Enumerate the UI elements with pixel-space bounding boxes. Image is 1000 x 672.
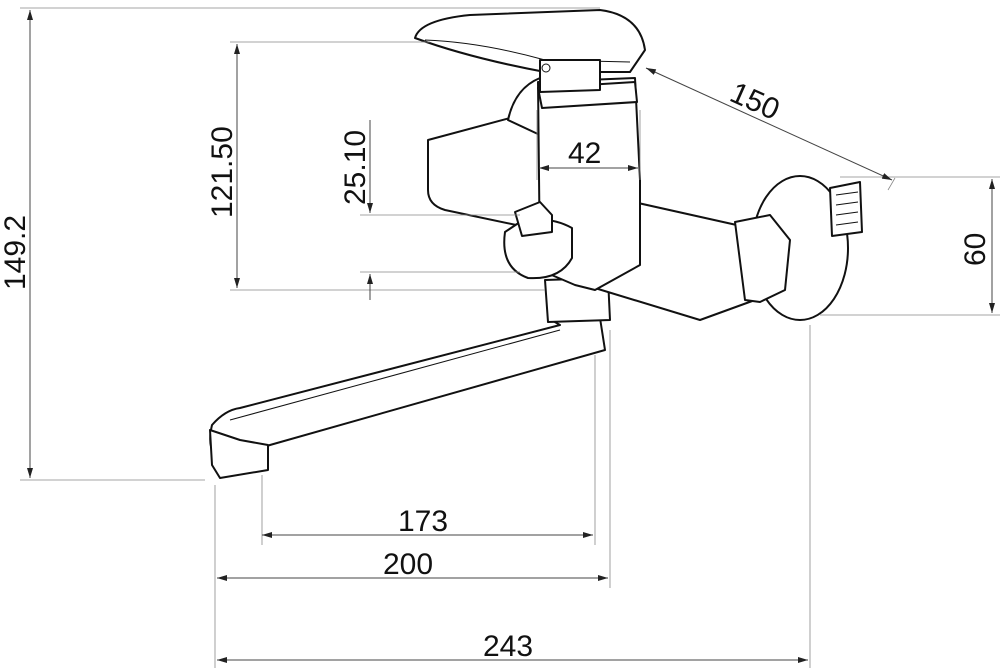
faucet-body <box>209 9 863 479</box>
handle-screw <box>541 63 551 73</box>
hex-nut <box>734 214 791 303</box>
handle-stem <box>539 59 601 93</box>
dim-projection: 150 <box>725 76 784 127</box>
dim-line-projection <box>645 67 893 181</box>
dim-diverter-height: 25.10 <box>339 130 372 205</box>
dimension-lines <box>27 9 995 663</box>
dim-spout-length: 200 <box>383 548 433 581</box>
dim-body-width: 42 <box>568 137 601 170</box>
dim-total-length: 243 <box>483 630 533 663</box>
dim-connection-height: 60 <box>959 233 992 266</box>
spout <box>209 317 606 461</box>
spout-edge-line <box>229 329 561 421</box>
extension-lines <box>20 7 1000 668</box>
dim-spout-inner: 173 <box>398 505 448 538</box>
handle-edge-line <box>424 39 631 63</box>
diverter-pin <box>514 201 553 237</box>
dim-handle-height: 121.50 <box>206 126 239 218</box>
dim-total-height: 149.2 <box>0 215 32 290</box>
thread-lines <box>835 191 859 226</box>
spout-tip <box>209 429 269 479</box>
lever-handle <box>414 9 646 73</box>
threaded-connector <box>829 181 863 237</box>
